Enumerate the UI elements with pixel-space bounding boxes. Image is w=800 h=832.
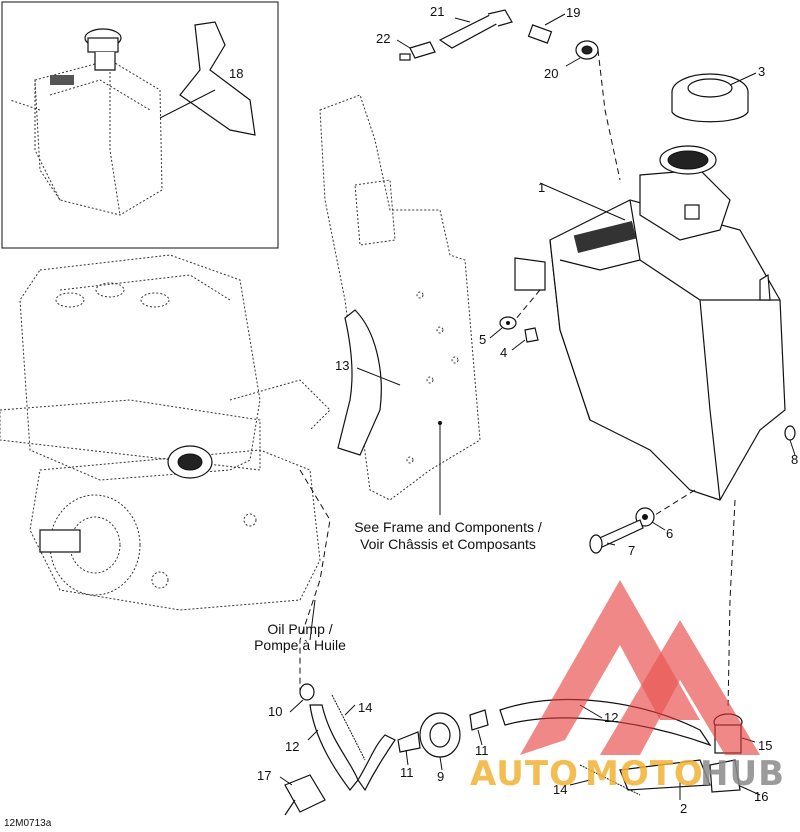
callout-20: 20 bbox=[544, 66, 558, 81]
watermark-text-auto: AUTO bbox=[470, 754, 579, 794]
callout-12b: 12 bbox=[604, 710, 618, 725]
inset-oil-tank bbox=[9, 28, 163, 216]
callout-4: 4 bbox=[500, 345, 507, 360]
pump-note-leader bbox=[309, 599, 316, 641]
part-18-pad bbox=[159, 21, 256, 136]
callout-13: 13 bbox=[335, 358, 349, 373]
callout-6: 6 bbox=[666, 526, 673, 541]
engine bbox=[0, 254, 331, 611]
callout-3: 3 bbox=[758, 64, 765, 79]
watermark-logo: AUTO MOTO HUB bbox=[470, 580, 785, 794]
frame-note-line1: See Frame and Components / bbox=[354, 519, 542, 535]
callout-9: 9 bbox=[437, 769, 444, 784]
callout-8: 8 bbox=[791, 452, 798, 467]
callout-19: 19 bbox=[566, 5, 580, 20]
callout-14a: 14 bbox=[358, 700, 372, 715]
watermark-text-hub: HUB bbox=[700, 754, 785, 794]
callout-16: 16 bbox=[754, 789, 768, 804]
callout-15: 15 bbox=[758, 738, 772, 753]
inset-panel bbox=[1, 1, 279, 249]
part-3-cap bbox=[671, 72, 757, 123]
callout-11a: 11 bbox=[400, 765, 414, 780]
callout-12a: 12 bbox=[285, 739, 299, 754]
callout-2: 2 bbox=[680, 801, 687, 816]
callout-11b: 11 bbox=[475, 743, 489, 758]
callout-1: 1 bbox=[538, 180, 545, 195]
callout-7: 7 bbox=[628, 543, 635, 558]
frame-note-line2: Voir Châssis et Composants bbox=[360, 536, 536, 552]
callout-10: 10 bbox=[268, 704, 282, 719]
part-1-oil-tank bbox=[514, 145, 786, 501]
callout-18: 18 bbox=[229, 66, 243, 81]
callouts: 1 2 3 4 5 6 7 8 9 10 11 11 12 12 13 14 1… bbox=[229, 4, 798, 816]
callout-5: 5 bbox=[479, 332, 486, 347]
watermark-text-moto: MOTO bbox=[585, 754, 704, 794]
pump-note-line1: Oil Pump / bbox=[267, 621, 332, 637]
callout-14b: 14 bbox=[553, 782, 567, 797]
part-13-strap bbox=[337, 309, 401, 456]
callout-21: 21 bbox=[430, 4, 444, 19]
figure-code: 12M0713a bbox=[4, 818, 52, 829]
hardware bbox=[489, 289, 796, 554]
vent-hose-assembly bbox=[396, 9, 621, 181]
callout-22: 22 bbox=[376, 31, 390, 46]
pump-note-line2: Pompe à Huile bbox=[254, 637, 346, 653]
callout-17: 17 bbox=[257, 768, 271, 783]
